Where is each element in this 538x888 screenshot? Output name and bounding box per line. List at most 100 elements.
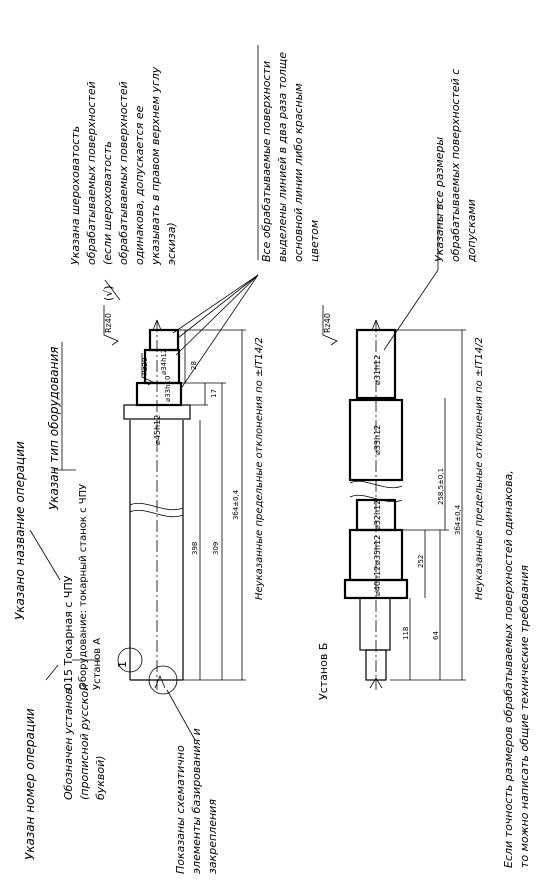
roughness-step-value: Rz20 xyxy=(141,358,149,375)
leader-dims xyxy=(383,269,439,351)
roughness-line-5: одинакова, допускается ее xyxy=(133,105,146,265)
surfaces-line-1: Все обрабатываемые поверхности xyxy=(260,61,273,262)
dim-a-l4: 398 xyxy=(191,542,199,555)
marker-a: 1 xyxy=(116,661,129,668)
roughness-symbol-step: Rz20 xyxy=(141,353,154,386)
tolerance-note-b-text: Неуказанные предельные отклонения по ±IT… xyxy=(474,337,485,600)
header-block: 015 Токарная с ЧПУ Оборудование: токарны… xyxy=(62,484,103,690)
tolerance-note-a-text: Неуказанные предельные отклонения по ±IT… xyxy=(254,337,265,600)
note-equip-type-text: Указан тип оборудования xyxy=(47,347,61,511)
header-operation: 015 Токарная с ЧПУ xyxy=(62,575,75,690)
leader-opnum xyxy=(45,664,59,681)
step-a1 xyxy=(135,381,183,407)
leader-opname xyxy=(29,529,61,581)
basing-mark xyxy=(154,674,166,689)
dim-b-d1-text: ⌀31h12 xyxy=(373,355,382,385)
note-roughness: Указана шероховатость обрабатываемых пов… xyxy=(69,66,178,266)
roughness-line-2: обрабатываемых поверхностей xyxy=(85,81,98,265)
arrow-b xyxy=(371,319,381,331)
basing-line-2: элементы базирования и xyxy=(190,728,203,874)
roughness-step-icon xyxy=(141,353,154,386)
dim-a-l2-text: 17 xyxy=(210,389,218,398)
dim-b-l4-text: 258,5±0,1 xyxy=(437,468,445,505)
shank-b xyxy=(359,597,391,651)
setup-line-3: буквой) xyxy=(94,755,107,800)
dim-b-d5: ⌀40h12 xyxy=(373,566,382,596)
dim-b-d2: ⌀33h12 xyxy=(373,425,382,455)
leader-surf-4 xyxy=(172,274,259,334)
note-equip-type: Указан тип оборудования xyxy=(47,347,61,511)
note-surfaces: Все обрабатываемые поверхности выделены … xyxy=(260,52,321,262)
roughness-symbol-top: Rz40 (√) xyxy=(102,285,119,346)
roughness-top-value: Rz40 xyxy=(104,313,113,333)
roughness-b-value: Rz40 xyxy=(323,313,332,333)
dim-b-d1: ⌀31h12 xyxy=(373,355,382,385)
dim-b-l1: 118 xyxy=(402,627,410,640)
surfaces-line-2: выделены линией в два раза толще xyxy=(276,52,289,262)
dim-a-d1: ⌀34h12 xyxy=(160,349,168,375)
roughness-line-6: указывать в правом верхнем углу xyxy=(149,66,162,266)
accuracy-line-1: Если точность размеров обрабатываемых по… xyxy=(502,470,515,868)
dim-a-l3: 309 xyxy=(212,542,220,555)
dims-line-2: обрабатываемых поверхностей с xyxy=(449,69,462,262)
dims-line-3: допусками xyxy=(465,199,478,263)
setup-b-label: Установ Б xyxy=(317,643,330,700)
basing-circle-b xyxy=(148,665,178,695)
break-line-b1 xyxy=(349,481,403,488)
break-line-a2 xyxy=(129,510,184,517)
dim-a-d3: ⌀45h12 xyxy=(153,415,162,445)
dim-a-l4-text: 398 xyxy=(191,542,199,555)
dim-a-l1: 28 xyxy=(190,361,198,370)
dim-a-l2: 17 xyxy=(210,389,218,398)
basing-line-3: закрепления xyxy=(206,799,219,874)
dim-b-d5-text: ⌀40h12 xyxy=(373,566,382,596)
dim-a-l3-text: 309 xyxy=(212,542,220,555)
dim-a-d2-text: ⌀33h10 xyxy=(164,376,172,402)
roughness-b-icon xyxy=(322,305,338,346)
basing-mark-b xyxy=(369,677,383,689)
setup-line-2: (прописной русской xyxy=(78,684,91,800)
dim-a-d2: ⌀33h10 xyxy=(164,376,172,402)
setup-line-1: Обозначен установ xyxy=(62,688,75,800)
leader-rough xyxy=(104,279,121,301)
setup-a-drawing xyxy=(29,45,259,741)
dim-a-l5: 3б4±0,4 xyxy=(232,489,240,520)
dim-a-l1-text: 28 xyxy=(190,361,198,370)
dim-b-d2-text: ⌀33h12 xyxy=(373,425,382,455)
note-op-number-text: Указан номер операции xyxy=(23,708,37,860)
dim-a-l5-text: 3б4±0,4 xyxy=(232,489,240,520)
dim-a-d1-text: ⌀34h12 xyxy=(160,349,168,375)
dim-a-d3-text: ⌀45h12 xyxy=(153,415,162,445)
basing-line-1: Показаны схематично xyxy=(174,745,187,874)
leader-surf-3 xyxy=(179,274,259,391)
dim-b-l3: 252 xyxy=(417,555,425,568)
roughness-line-3: (если шероховатость xyxy=(101,141,114,265)
tolerance-note-a: Неуказанные предельные отклонения по ±IT… xyxy=(254,337,265,600)
dim-b-l1-text: 118 xyxy=(402,627,410,640)
roughness-symbol-b: Rz40 xyxy=(322,305,338,346)
marker-a-text: 1 xyxy=(116,661,129,668)
dims-line-1: Указаны все размеры xyxy=(433,137,446,262)
arrow-a xyxy=(152,319,162,331)
dim-b-d3: ⌀32h12 xyxy=(373,500,382,530)
setup-b-drawing xyxy=(343,200,466,690)
note-dims: Указаны все размеры обрабатываемых повер… xyxy=(433,69,478,263)
dim-b-d4-text: ⌀35h12 xyxy=(373,535,382,565)
note-op-name: Указано название операции xyxy=(13,441,27,620)
roughness-check-icon xyxy=(103,305,119,346)
dim-b-l5-text: 3б4±0,4 xyxy=(454,504,462,535)
leader-surf-2 xyxy=(175,274,259,356)
tolerance-note-b: Неуказанные предельные отклонения по ±IT… xyxy=(474,337,485,600)
note-accuracy: Если точность размеров обрабатываемых по… xyxy=(502,470,531,868)
dim-b-l4: 258,5±0,1 xyxy=(437,468,445,505)
setup-b-label-text: Установ Б xyxy=(317,643,330,700)
header-setup-a: Установ А xyxy=(92,638,103,690)
roughness-line-7: эскиза) xyxy=(165,222,178,265)
break-line-a1 xyxy=(129,503,184,510)
roughness-line-4: обрабатываемых поверхностей xyxy=(117,81,130,265)
dim-b-l3-text: 252 xyxy=(417,555,425,568)
roughness-line-1: Указана шероховатость xyxy=(69,126,82,265)
basing-circle-a xyxy=(117,647,143,673)
header-equipment: Оборудование: токарный станок с ЧПУ xyxy=(78,484,89,690)
